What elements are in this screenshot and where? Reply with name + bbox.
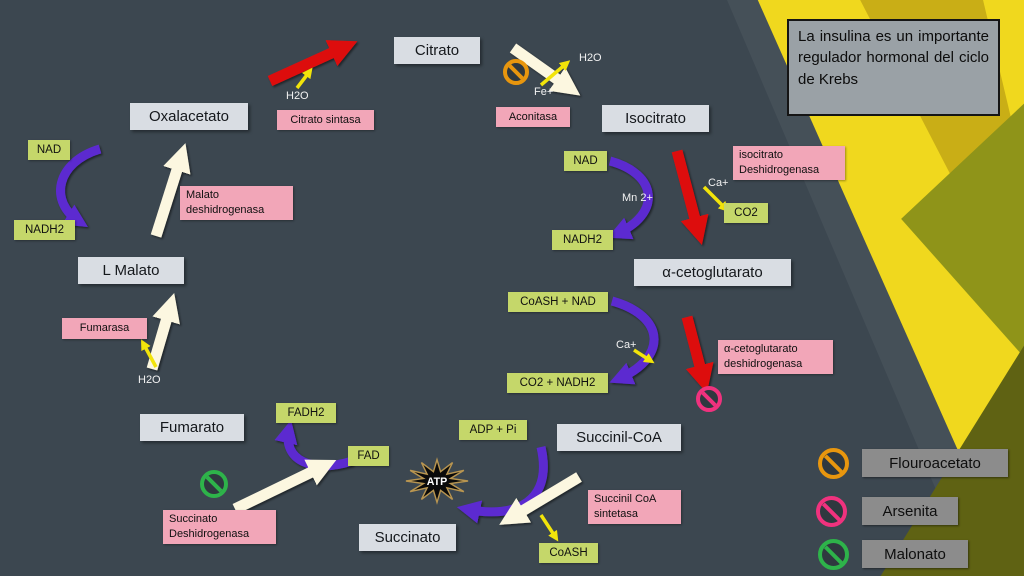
cofactor-label: NADH2 [25, 224, 64, 236]
inhibitor-icon-flouroacetato [503, 59, 529, 85]
enzyme-label: Succinil CoA sintetasa [594, 493, 656, 520]
legend-inhibitor-icon-arsenita [816, 496, 847, 527]
legend-inhibitor-icon-flouroacetato [818, 448, 849, 479]
legend-item-arsenita: Arsenita [862, 497, 958, 525]
metabolite-fumarato: Fumarato [140, 414, 244, 441]
arrow-h2o-fumarasa [140, 339, 158, 368]
arrow-succinilcoa-sintetasa [499, 472, 582, 525]
legend-item-flouroacetato: Flouroacetato [862, 449, 1008, 477]
cofactor-co2-nadh2: CO2 + NADH2 [507, 373, 608, 393]
atp-star [405, 457, 469, 505]
cofactor-coash: CoASH [539, 543, 598, 563]
atp-label: ATP [427, 476, 448, 488]
arrow-succinato-to-fumarato [232, 459, 337, 514]
cofactor-fadh2: FADH2 [276, 403, 336, 423]
legend-label-text: Malonato [884, 545, 946, 563]
metabolite-succinil-coa: Succinil-CoA [557, 424, 681, 451]
insulin-note-text: La insulina es un importante regulador h… [798, 28, 989, 88]
enzyme-label: Citrato sintasa [290, 113, 361, 126]
arrow-nad-to-nadh2-right [607, 156, 653, 240]
arrow-co2-branch [702, 185, 729, 212]
atp-burst-shape: ATP [405, 457, 469, 505]
enzyme-label: α-cetoglutarato deshidrogenasa [724, 343, 803, 370]
metabolite-isocitrato: Isocitrato [602, 105, 709, 132]
enzyme-isocitrato-deshidrogenasa: isocitrato Deshidrogenasa [733, 146, 845, 180]
arrow-citrato-to-isocitrato [509, 43, 581, 96]
enzyme-succinato-deshidrogenasa: Succinato Deshidrogenasa [163, 510, 276, 544]
enzyme-label: Aconitasa [508, 110, 558, 123]
cofactor-label: CO2 + NADH2 [519, 377, 596, 389]
metabolite-label: Succinato [374, 529, 441, 546]
metabolite-label: α-cetoglutarato [662, 264, 763, 281]
enzyme-label: Malato deshidrogenasa [186, 189, 265, 216]
cofactor-nadh2-left: NADH2 [14, 220, 75, 240]
cofactor-label: FADH2 [287, 407, 325, 419]
ion-fe: Fe+ [534, 86, 554, 98]
legend-label-text: Flouroacetato [889, 454, 981, 472]
metabolite-label: L Malato [102, 262, 160, 279]
arrow-ca-cetoglutarato [633, 348, 655, 364]
metabolite-label: Oxalacetato [148, 108, 230, 125]
cofactor-label: FAD [357, 450, 380, 462]
cofactor-nad-right: NAD [564, 151, 607, 171]
enzyme-label: Succinato Deshidrogenasa [169, 513, 250, 540]
cofactor-label: NAD [573, 155, 598, 167]
metabolite-l-malato: L Malato [78, 257, 184, 284]
enzyme-cetoglutarato-deshidrogenasa: α-cetoglutarato deshidrogenasa [718, 340, 833, 374]
metabolite-succinato: Succinato [359, 524, 456, 551]
enzyme-label: Fumarasa [79, 322, 130, 335]
ion-ca-isocitrato: Ca+ [708, 177, 729, 189]
inhibitor-icon-arsenita [696, 386, 722, 412]
arrow-coash-branch [539, 514, 559, 542]
cofactor-label: CoASH + NAD [520, 296, 596, 308]
arrow-h2o-aconitasa [539, 60, 571, 87]
cofactor-nadh2-right: NADH2 [552, 230, 613, 250]
insulin-note: La insulina es un importante regulador h… [787, 19, 1000, 116]
inhibitor-icon-malonato [200, 470, 228, 498]
metabolite-cetoglutarato: α-cetoglutarato [634, 259, 791, 286]
cofactor-label: NAD [36, 144, 62, 156]
cofactor-label: CO2 [734, 207, 758, 219]
cofactor-co2: CO2 [724, 203, 768, 223]
legend-inhibitor-icon-malonato [818, 539, 849, 570]
enzyme-malato-deshidrogenasa: Malato deshidrogenasa [180, 186, 293, 220]
enzyme-fumarasa: Fumarasa [62, 318, 147, 339]
arrow-coashnad-to-co2nadh2 [609, 296, 659, 385]
metabolite-label: Fumarato [159, 419, 225, 436]
arrow-malato-to-oxalacetato [150, 143, 191, 238]
ion-mn: Mn 2+ [622, 192, 653, 204]
cofactor-nad-left: NAD [28, 140, 70, 160]
ion-h2o-aconitasa: H2O [579, 52, 602, 64]
arrow-oxalacetato-to-citrato [267, 40, 358, 87]
cofactor-label: CoASH [549, 547, 588, 559]
metabolite-label: Succinil-CoA [576, 429, 662, 446]
legend-label-text: Arsenita [882, 502, 938, 520]
cofactor-label: NADH2 [563, 234, 602, 246]
enzyme-citrato-sintasa: Citrato sintasa [277, 110, 374, 130]
legend-item-malonato: Malonato [862, 540, 968, 568]
metabolite-oxalacetato: Oxalacetato [130, 103, 248, 130]
cofactor-fad: FAD [348, 446, 389, 466]
arrow-nad-to-nadh2-left [56, 144, 102, 227]
atp-burst: ATP [404, 457, 470, 510]
enzyme-label: isocitrato Deshidrogenasa [739, 149, 820, 176]
arrow-isocitrato-to-cetoglutarato [671, 149, 709, 246]
metabolite-label: Isocitrato [625, 110, 686, 127]
ion-ca-cetoglutarato: Ca+ [616, 339, 637, 351]
arrow-fad-to-fadh2 [274, 419, 354, 471]
ion-h2o-citrato-sintasa: H2O [286, 90, 309, 102]
enzyme-succinil-coa-sintetasa: Succinil CoA sintetasa [588, 490, 681, 524]
ion-h2o-fumarasa: H2O [138, 374, 161, 386]
arrow-fumarato-to-malato [146, 293, 180, 371]
cofactor-adp-pi: ADP + Pi [459, 420, 527, 440]
metabolite-label: Citrato [414, 42, 460, 59]
enzyme-aconitasa: Aconitasa [496, 107, 570, 127]
metabolite-citrato: Citrato [394, 37, 480, 64]
arrow-h2o-citrato-sintasa [295, 67, 313, 90]
cofactor-coash-nad: CoASH + NAD [508, 292, 608, 312]
cofactor-label: ADP + Pi [469, 424, 517, 436]
arrow-cetoglutarato-dh-inhibited [681, 315, 714, 394]
